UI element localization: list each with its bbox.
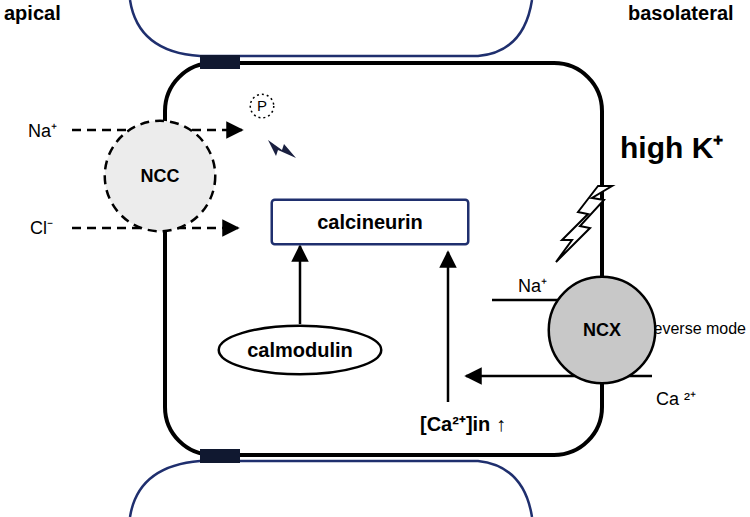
- ion-label: Ca ²⁺: [656, 386, 696, 410]
- ion-label: Na⁺: [28, 118, 57, 142]
- node-text: calcineurin: [317, 211, 423, 234]
- apical-label: apical: [4, 2, 61, 25]
- ncc-transporter: NCC: [103, 119, 217, 233]
- calcium-label: [Ca²⁺]in ↑: [420, 410, 506, 437]
- ion-label: Cl⁻: [30, 215, 53, 239]
- small-lightning: [268, 140, 296, 158]
- activation-arrow: [299, 246, 302, 324]
- node-shape: [219, 326, 382, 375]
- node-text: NCX: [583, 320, 621, 341]
- node-shape: [272, 200, 469, 245]
- condition-label: high K⁺: [620, 126, 723, 167]
- mode-label: reverse mode: [648, 320, 746, 338]
- phosphate-circle: P: [249, 93, 275, 119]
- ion-label: Na⁺: [518, 273, 547, 297]
- cell-outline: [165, 63, 602, 455]
- node-shape: [549, 277, 656, 384]
- neighbor-cell: [130, 461, 532, 517]
- node-shape: [105, 121, 216, 232]
- calmodulin-ellipse: calmodulin: [217, 324, 383, 376]
- node-text: P: [257, 97, 267, 114]
- node-shape: [250, 94, 273, 118]
- ncx-exchanger: NCX: [547, 275, 657, 385]
- basolateral-label: basolateral: [628, 2, 734, 25]
- high-k-lightning: [556, 186, 612, 262]
- tight-junction: [200, 55, 240, 69]
- neighbor-cell: [130, 0, 532, 56]
- tight-junction: [200, 449, 240, 463]
- calcineurin-box: calcineurin: [270, 198, 470, 246]
- node-text: calmodulin: [247, 339, 353, 362]
- node-text: NCC: [141, 166, 180, 187]
- calcium-arrow: [447, 252, 450, 402]
